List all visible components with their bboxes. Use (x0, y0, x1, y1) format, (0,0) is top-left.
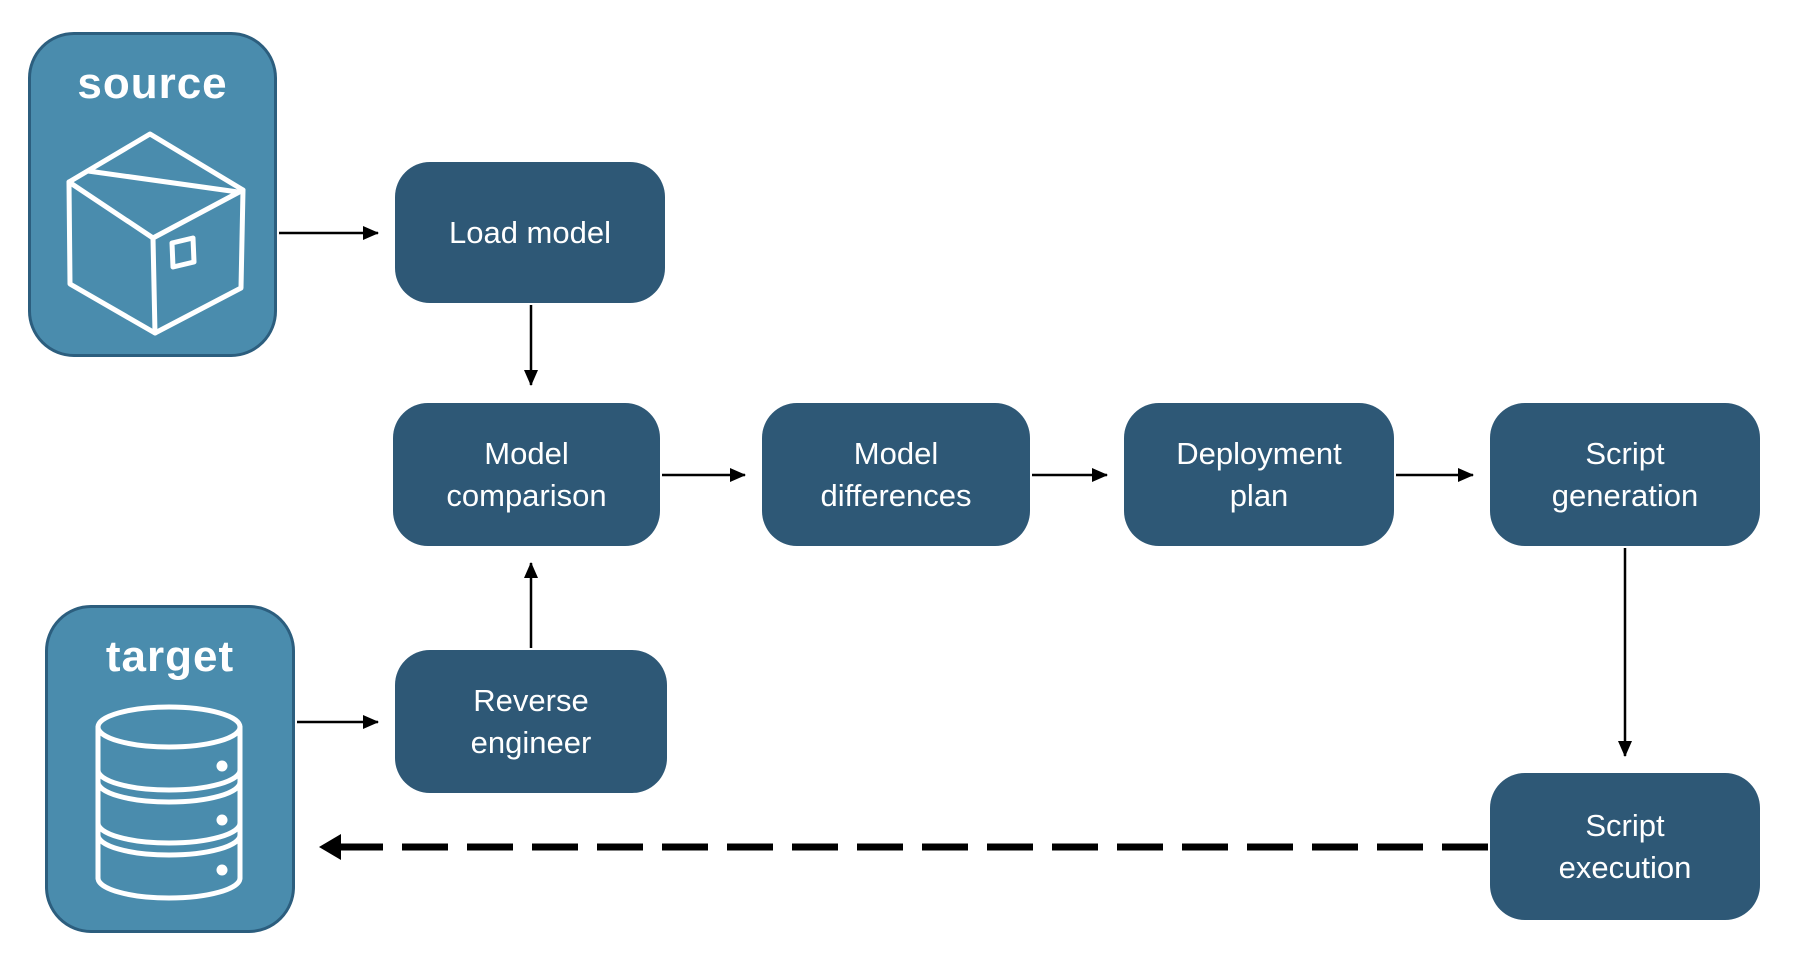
node-model-differences: Model differences (762, 403, 1030, 546)
node-label-line: Load model (448, 214, 611, 250)
node-reverse-engineer: Reverse engineer (395, 650, 667, 793)
node-label-line: Deployment (1176, 435, 1342, 471)
target-endpoint: target (45, 605, 295, 933)
target-label: target (105, 632, 235, 681)
source-label: source (77, 59, 228, 108)
node-deployment-plan: Deployment plan (1124, 403, 1394, 546)
node-label-line: generation (1551, 477, 1699, 513)
node-label-line: differences (820, 477, 972, 513)
node-label-line: Reverse (473, 682, 589, 718)
node-label-line: execution (1558, 849, 1692, 885)
node-load-model: Load model (395, 162, 665, 303)
node-script-generation: Script generation (1490, 403, 1760, 546)
node-model-comparison: Model comparison (393, 403, 660, 546)
node-label-line: Model (853, 435, 939, 471)
node-script-execution: Script execution (1490, 773, 1760, 920)
node-label-line: comparison (446, 477, 607, 513)
node-label-line: Script (1585, 435, 1665, 471)
node-label-line: Model (484, 435, 569, 471)
source-endpoint: source (28, 32, 277, 357)
node-label-line: engineer (470, 724, 592, 760)
node-label-line: Script (1585, 807, 1665, 843)
node-label-line: plan (1229, 477, 1289, 513)
